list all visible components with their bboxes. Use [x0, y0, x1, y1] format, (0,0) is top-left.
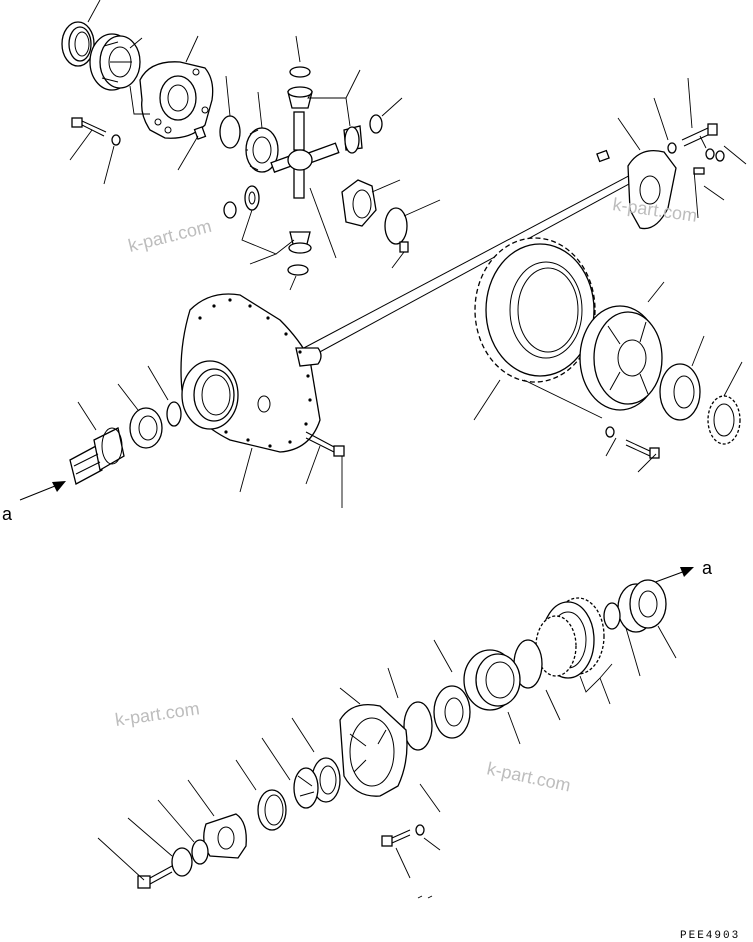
thrust-washer-left [219, 115, 241, 149]
pinion-washer-left [223, 201, 237, 219]
connector-label-top: a [2, 504, 13, 524]
watermark-1: k-part.com [126, 216, 213, 256]
yoke-bolt [137, 865, 173, 889]
planetary-carrier [339, 703, 408, 797]
pinion-bearing [129, 407, 163, 449]
bearing-cap [627, 149, 677, 230]
output-snap-ring [603, 602, 621, 630]
connector-arrow-bottom [649, 567, 694, 585]
pin-small [193, 126, 207, 140]
watermark-3: k-part.com [114, 698, 201, 730]
connector-label-bottom: a [702, 558, 713, 578]
pinion-washer-right [369, 114, 383, 134]
bearing-top-left [89, 33, 141, 91]
carrier-bolt [381, 824, 425, 847]
lock-plate [693, 148, 725, 175]
axle-center-line [299, 169, 641, 351]
oil-seal-bearing [293, 757, 341, 809]
snap-ring-top [61, 21, 95, 67]
coupling-yoke [203, 813, 247, 859]
adjusting-nut [707, 395, 741, 445]
cap-pin [596, 149, 610, 163]
inner-bearing [433, 685, 471, 739]
cap-bolt [667, 123, 718, 154]
gear-housing [180, 293, 322, 453]
o-ring [191, 839, 209, 865]
pinion-snap-ring [166, 401, 182, 427]
clutch-housing [463, 649, 521, 711]
bolt-left [71, 117, 121, 146]
differential-case-left [139, 61, 214, 139]
ring-gear-bolt [605, 426, 660, 459]
bearing-right [659, 363, 701, 421]
pinion-washer-top [289, 66, 311, 78]
washer-bottom [171, 847, 193, 877]
pinion-washer-bottom [287, 264, 309, 276]
spider-cross [270, 111, 340, 199]
pinion-gear-bottom [288, 231, 312, 254]
watermark-4: k-part.com [485, 758, 572, 795]
connector-arrow-top [19, 481, 66, 501]
housing-bolt [305, 431, 345, 457]
pinion-gear-left [244, 185, 260, 211]
side-gear-right [341, 179, 377, 227]
pinion-gear-right [343, 125, 363, 154]
spacer-ring [403, 701, 433, 751]
differential-case-right [579, 305, 663, 411]
drawing-code: PEE4903 [680, 930, 740, 942]
ring-gear [474, 237, 596, 383]
friction-disc-pack [535, 597, 605, 679]
seal-ring [257, 789, 287, 831]
pin-right [399, 241, 409, 253]
drive-pinion [69, 427, 125, 485]
output-bearing [617, 579, 667, 633]
thrust-washer-right [384, 207, 408, 245]
